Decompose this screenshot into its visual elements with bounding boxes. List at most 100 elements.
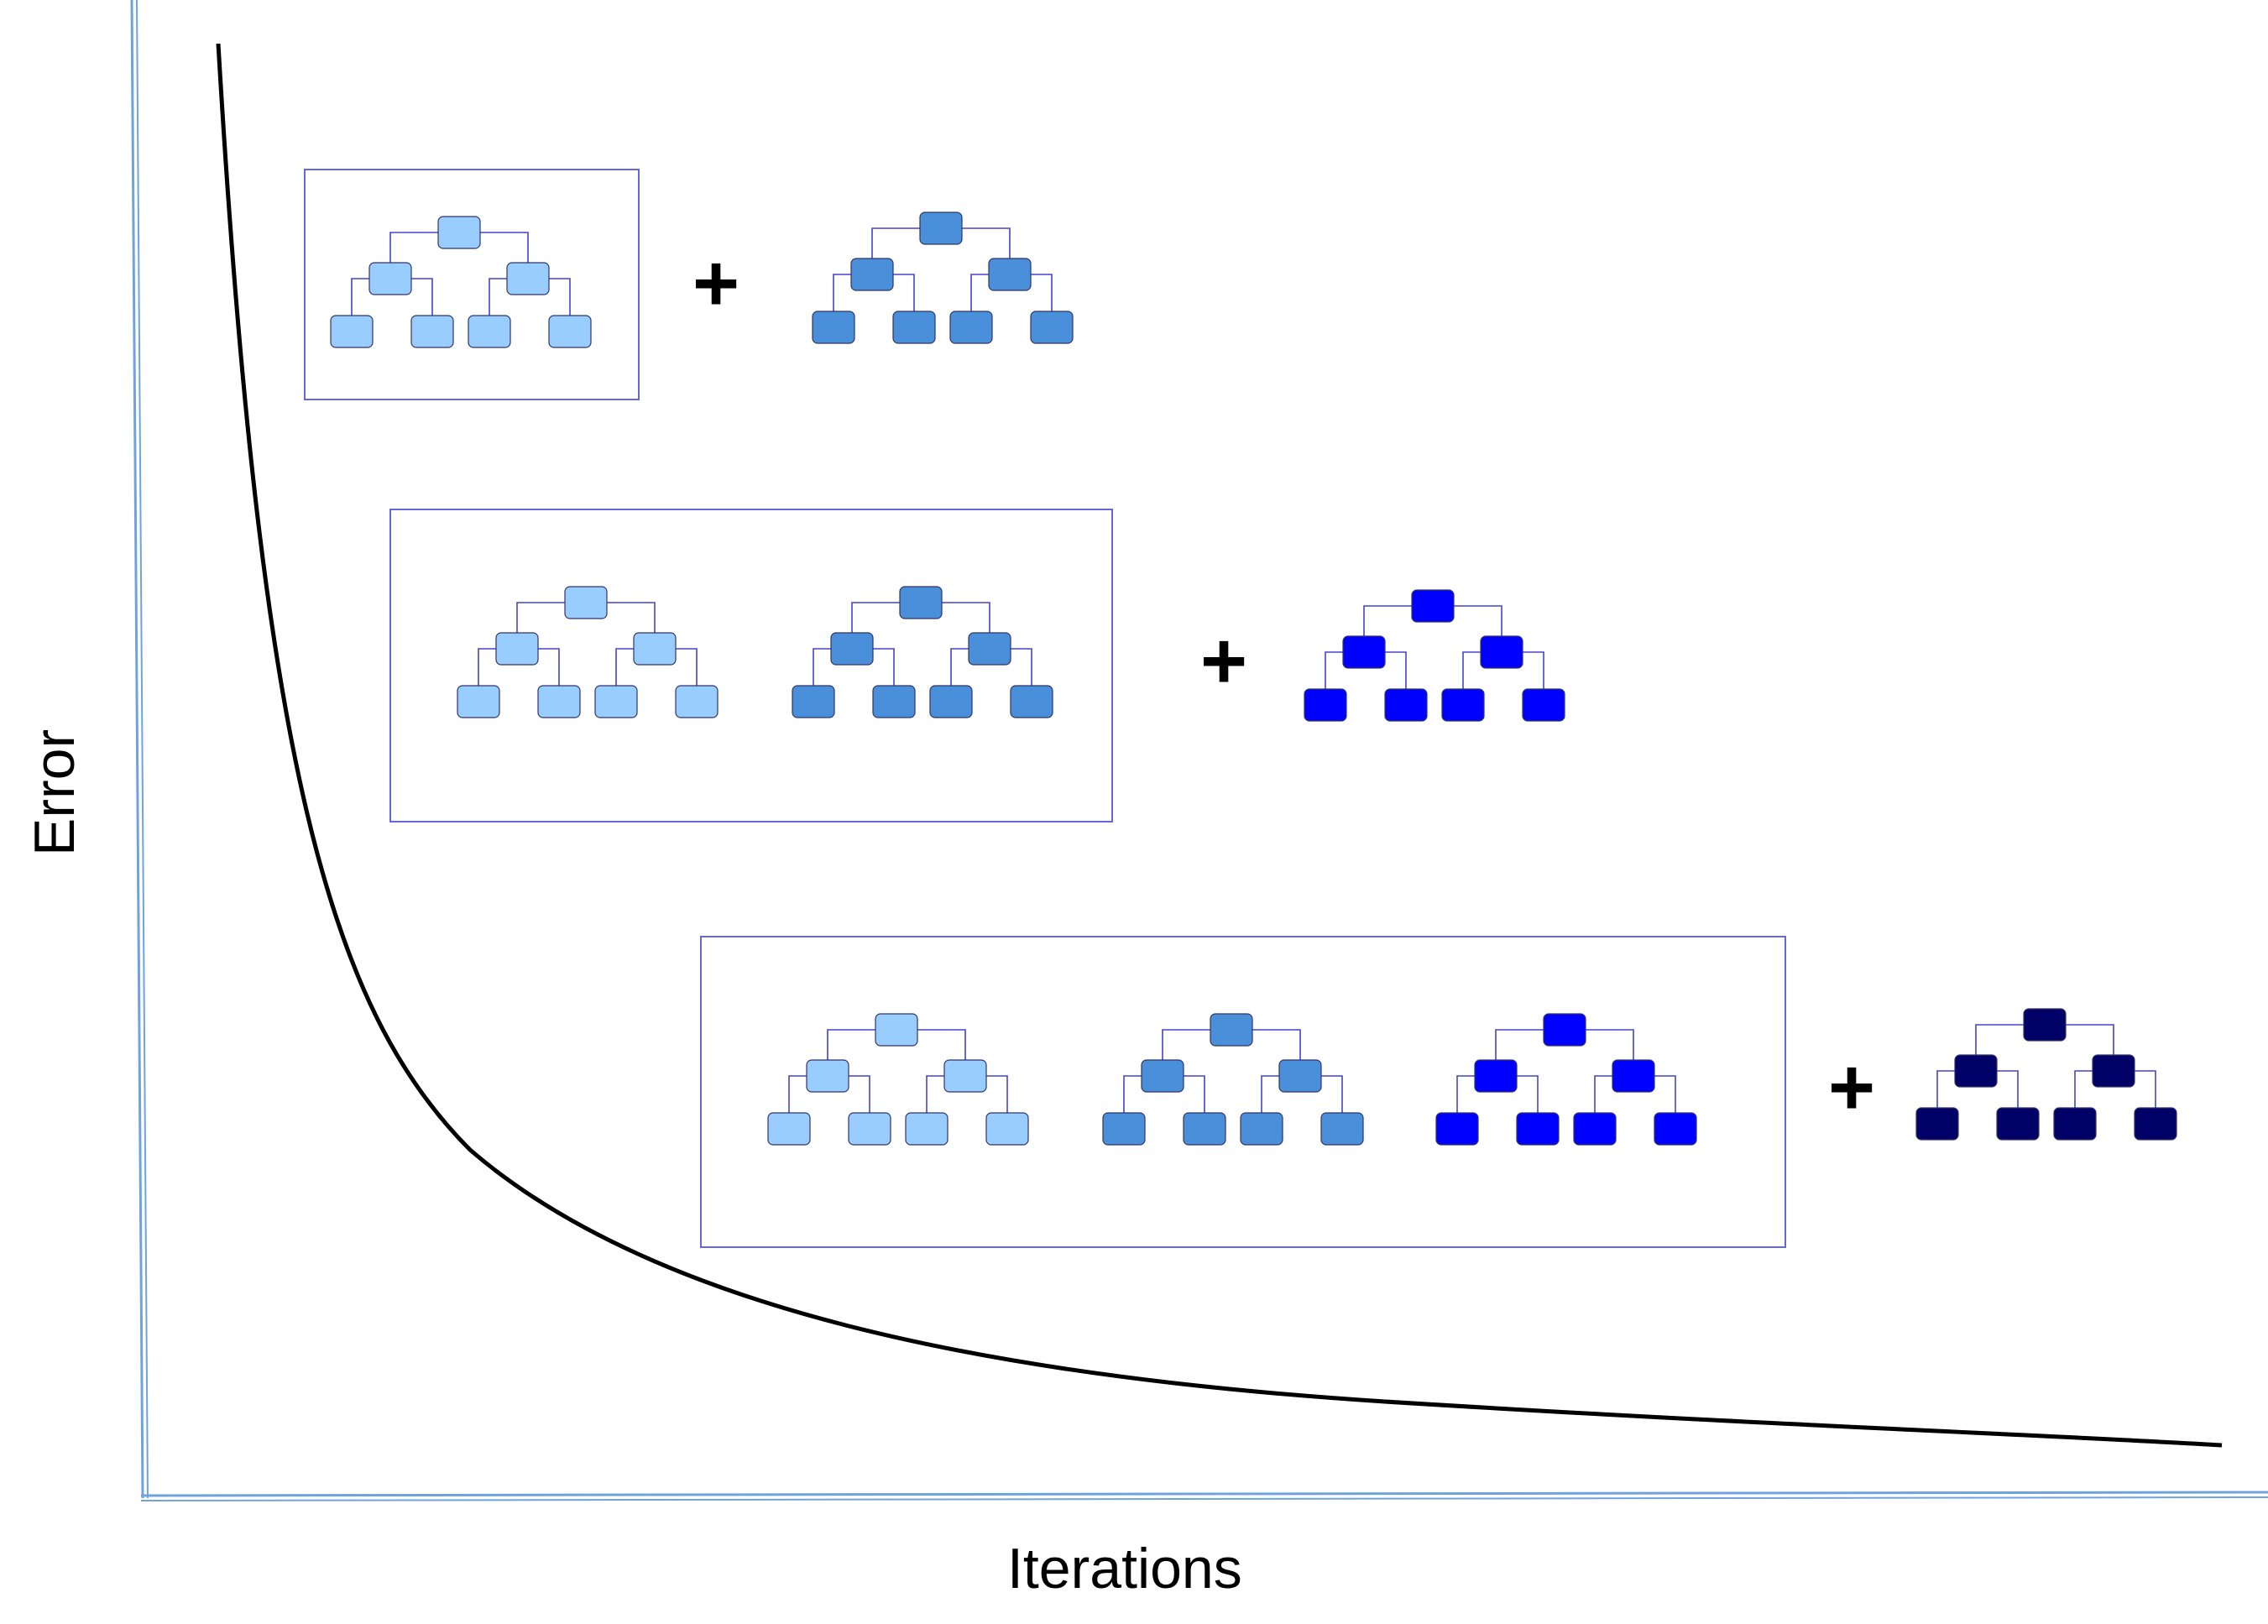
tree-leaf-node [985, 1112, 1029, 1146]
tree-leaf-node [548, 315, 592, 348]
tree-root-node [1210, 1013, 1253, 1047]
tree-edge [921, 602, 990, 633]
decision-tree [457, 586, 719, 718]
tree-internal-node [633, 632, 677, 666]
tree-internal-node [1342, 635, 1386, 669]
tree-leaf-node [594, 685, 638, 718]
y-axis-line-inner [136, 0, 149, 1499]
tree-edge [827, 1029, 896, 1060]
tree-root-node [899, 586, 943, 619]
y-axis-line [130, 0, 144, 1499]
tree-leaf-node [848, 1112, 891, 1146]
axes [130, 0, 2268, 1501]
tree-root-node [437, 216, 481, 249]
tree-leaf-node [1320, 1112, 1364, 1146]
tree-leaf-node [1516, 1112, 1560, 1146]
y-axis-label: Error [23, 728, 86, 856]
tree-edge [1495, 1029, 1565, 1060]
decision-tree [1304, 589, 1565, 722]
tree-edge [1363, 605, 1433, 636]
tree-edge [389, 232, 459, 263]
tree-internal-node [850, 258, 894, 291]
plus-sign: + [1200, 616, 1248, 706]
x-axis-line [140, 1491, 2268, 1497]
tree-leaf-node [949, 311, 993, 344]
tree-leaf-node [675, 685, 719, 718]
tree-leaf-node [872, 685, 916, 718]
tree-leaf-node [1102, 1112, 1146, 1146]
ensemble-frame [389, 509, 1113, 822]
tree-leaf-node [929, 685, 973, 718]
tree-leaf-node [792, 685, 835, 718]
ensemble-frame [304, 169, 640, 400]
tree-edge [871, 227, 941, 258]
tree-leaf-node [1183, 1112, 1226, 1146]
x-axis-line-inner [140, 1496, 2268, 1501]
plus-sign: + [1828, 1042, 1876, 1132]
tree-leaf-node [330, 315, 374, 348]
tree-leaf-node [1573, 1112, 1617, 1146]
tree-internal-node [368, 262, 412, 295]
tree-leaf-node [1441, 688, 1485, 722]
tree-root-node [875, 1013, 918, 1047]
tree-internal-node [1278, 1059, 1322, 1093]
tree-edge [1231, 1029, 1301, 1060]
tree-internal-node [1480, 635, 1523, 669]
decision-tree [812, 211, 1074, 344]
tree-edge [459, 232, 529, 263]
ensemble-frame [700, 936, 1786, 1248]
tree-leaf-node [1384, 688, 1428, 722]
tree-root-node [2023, 1008, 2067, 1042]
tree-root-node [1411, 589, 1455, 623]
tree-internal-node [495, 632, 539, 666]
tree-internal-node [968, 632, 1011, 666]
tree-internal-node [806, 1059, 849, 1093]
tree-edge [1162, 1029, 1231, 1060]
tree-leaf-node [2053, 1107, 2097, 1141]
tree-leaf-node [410, 315, 454, 348]
tree-leaf-node [537, 685, 581, 718]
x-axis-label: Iterations [1007, 1537, 1242, 1601]
tree-leaf-node [1240, 1112, 1283, 1146]
tree-leaf-node [1654, 1112, 1697, 1146]
tree-leaf-node [1010, 685, 1053, 718]
plus-sign: + [692, 238, 740, 328]
decision-tree [1102, 1013, 1364, 1146]
tree-leaf-node [767, 1112, 811, 1146]
error-curve [216, 43, 2223, 1448]
tree-root-node [1543, 1013, 1586, 1047]
tree-edge [2045, 1024, 2114, 1055]
tree-edge [896, 1029, 966, 1060]
tree-edge [586, 602, 656, 633]
tree-root-node [919, 211, 963, 245]
tree-root-node [564, 586, 608, 619]
decision-tree [792, 586, 1053, 718]
decision-tree [767, 1013, 1029, 1146]
tree-internal-node [2092, 1054, 2135, 1088]
tree-leaf-node [1915, 1107, 1959, 1141]
tree-internal-node [1954, 1054, 1998, 1088]
tree-edge [1433, 605, 1502, 636]
tree-edge [1565, 1029, 1634, 1060]
tree-edge [941, 227, 1011, 258]
tree-internal-node [1141, 1059, 1184, 1093]
tree-edge [1975, 1024, 2045, 1055]
tree-leaf-node [1522, 688, 1565, 722]
tree-internal-node [1612, 1059, 1655, 1093]
tree-internal-node [1474, 1059, 1518, 1093]
tree-leaf-node [1435, 1112, 1479, 1146]
tree-leaf-node [1030, 311, 1074, 344]
tree-internal-node [506, 262, 550, 295]
decision-tree [1915, 1008, 2177, 1141]
tree-leaf-node [2134, 1107, 2177, 1141]
trees [330, 211, 2177, 1146]
tree-internal-node [988, 258, 1032, 291]
tree-leaf-node [905, 1112, 948, 1146]
decision-tree [330, 216, 592, 348]
ensemble-frames [304, 169, 1786, 1248]
tree-leaf-node [1996, 1107, 2040, 1141]
decision-tree [1435, 1013, 1697, 1146]
tree-leaf-node [812, 311, 855, 344]
